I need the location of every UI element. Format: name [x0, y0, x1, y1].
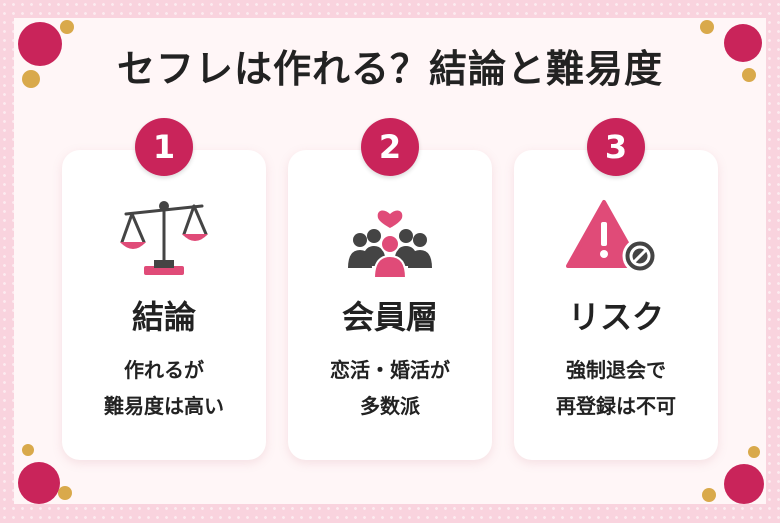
- card-body: 恋活・婚活が 多数派: [288, 352, 492, 424]
- warning-ban-icon: [566, 200, 658, 274]
- decor-dot: [22, 444, 34, 456]
- decor-blob: [18, 462, 60, 504]
- card-number-badge: 1: [135, 118, 193, 176]
- card-line: 恋活・婚活が: [330, 358, 450, 382]
- card-line: 再登録は不可: [556, 394, 676, 418]
- card-line: 作れるが: [124, 358, 204, 382]
- card-line: 強制退会で: [566, 358, 666, 382]
- card-line: 難易度は高い: [104, 394, 224, 418]
- card-number-badge: 3: [587, 118, 645, 176]
- page-title-text: セフレは作れる？結論と難易度: [116, 47, 663, 91]
- people-heart-icon: [348, 210, 432, 279]
- decor-blob: [18, 22, 62, 66]
- decor-dot: [58, 486, 72, 500]
- card-title: リスク: [567, 298, 664, 336]
- card-body: 作れるが 難易度は高い: [62, 352, 266, 424]
- decor-dot: [748, 446, 760, 458]
- decor-dot: [700, 20, 714, 34]
- page-title: セフレは作れる？結論と難易度: [106, 44, 674, 94]
- decor-blob: [724, 464, 764, 504]
- decor-dot: [702, 488, 716, 502]
- decor-dot: [742, 68, 756, 82]
- title-wrap: セフレは作れる？結論と難易度: [0, 44, 780, 94]
- card-line: 多数派: [360, 394, 420, 418]
- decor-dot: [60, 20, 74, 34]
- card-title: 会員層: [341, 298, 438, 336]
- card-members: [288, 150, 492, 460]
- decor-dot: [22, 70, 40, 88]
- card-number-badge: 2: [361, 118, 419, 176]
- card-title: 結論: [131, 298, 196, 336]
- card-risk: [514, 150, 718, 460]
- card-body: 強制退会で 再登録は不可: [514, 352, 718, 424]
- decor-blob: [724, 24, 762, 62]
- balance-scale-icon: [120, 201, 208, 275]
